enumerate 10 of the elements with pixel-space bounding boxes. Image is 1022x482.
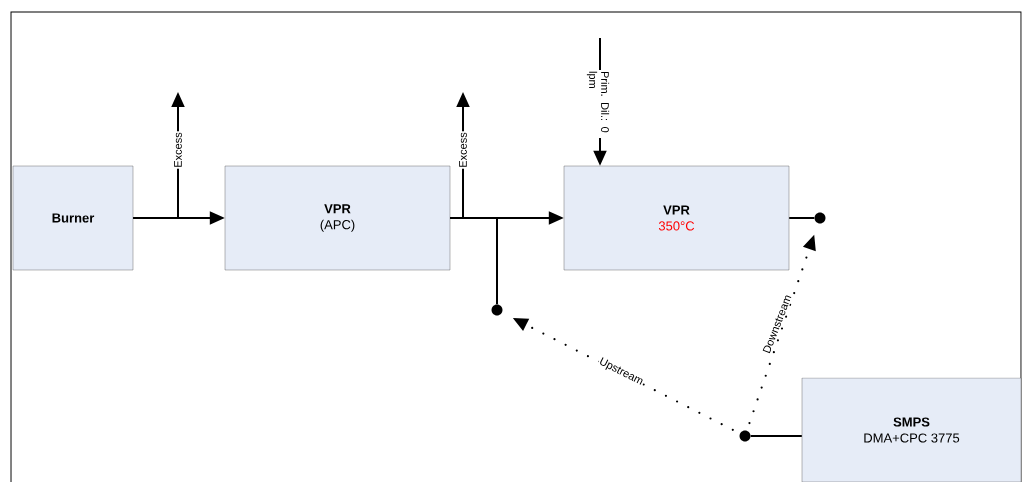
process-box: VPR 350°C <box>563 165 790 271</box>
flow-line <box>749 435 803 437</box>
flow-line <box>449 217 498 306</box>
edge-label: Prim. Dil.: 0 lpm <box>585 70 611 138</box>
process-box: SMPS DMA+CPC 3775 <box>801 377 1022 482</box>
edge-label: Excess <box>173 131 183 169</box>
flow-line <box>788 217 816 219</box>
process-box: VPR (APC) <box>224 165 451 271</box>
edge-label: Excess <box>458 131 468 169</box>
process-box: Burner <box>12 165 134 271</box>
